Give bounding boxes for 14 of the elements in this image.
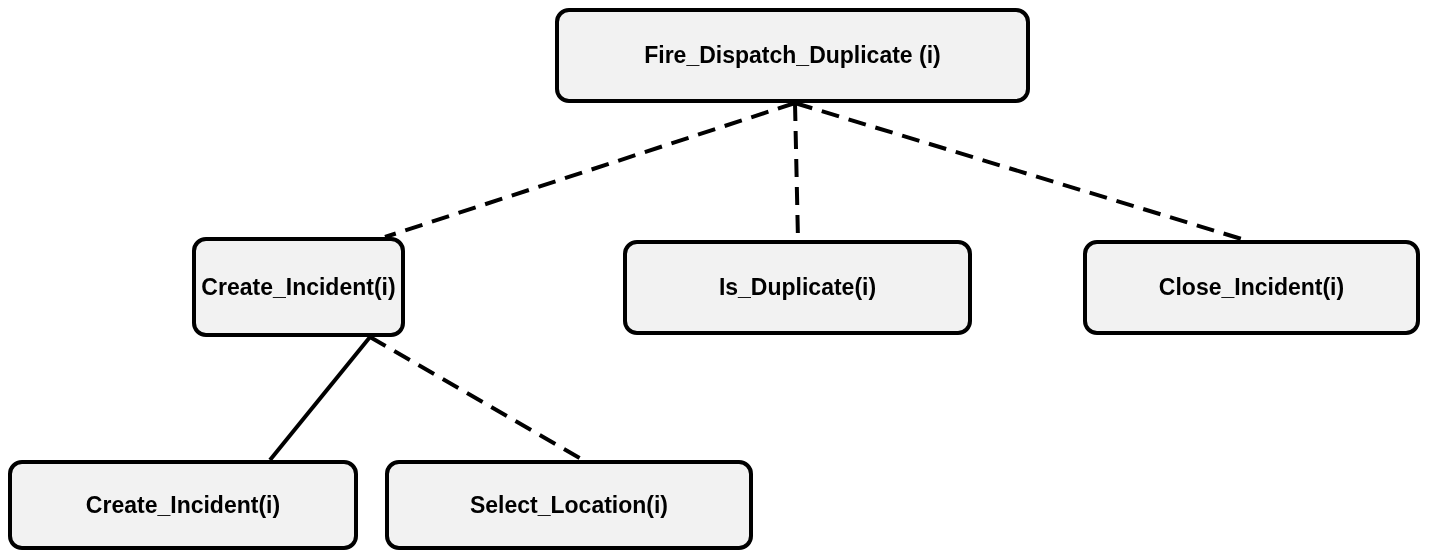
process-box <box>555 8 1030 103</box>
node-label: Close_Incident(i) <box>1158 274 1345 301</box>
node-label: Select_Location(i) <box>469 491 669 519</box>
node-label: Fire_Dispatch_Duplicate (i) <box>644 42 941 69</box>
node-label: Create_Incident(i) <box>201 273 396 301</box>
connector-line <box>268 335 372 462</box>
process-box <box>192 237 405 337</box>
process-box <box>8 460 358 550</box>
node-label: Is_Duplicate(i) <box>718 274 877 301</box>
process-box <box>385 460 753 550</box>
process-box <box>623 240 972 335</box>
node-label: Create_Incident(i) <box>85 491 281 519</box>
connector-line <box>384 101 796 239</box>
process-box <box>1083 240 1420 335</box>
